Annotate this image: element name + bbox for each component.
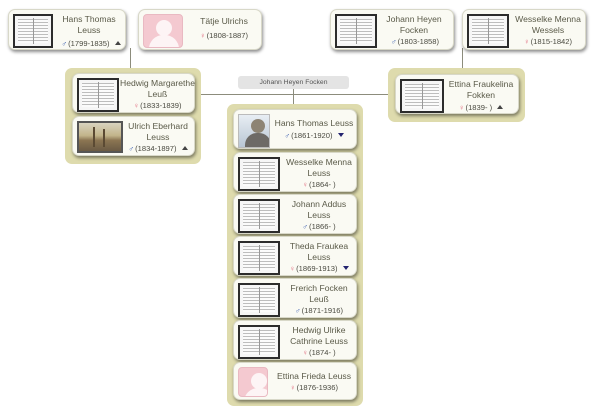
person-photo <box>400 79 444 113</box>
person-name: Ettina Frieda Leuss <box>276 371 352 381</box>
person-photo <box>238 283 280 317</box>
female-icon: ♀ <box>523 37 530 46</box>
person-photo <box>238 157 280 191</box>
person-card-theda-fraukea-leuss[interactable]: Theda Fraukea Leuss ♀(1869-1913) <box>233 236 357 276</box>
person-dates: ♀(1874- ) <box>302 348 336 357</box>
person-name: Ulrich Eberhard Leuss <box>128 121 188 142</box>
person-photo <box>335 14 377 48</box>
person-dates: ♂(1866- ) <box>302 222 336 231</box>
male-icon: ♂ <box>128 144 135 153</box>
person-name: Wesselke Menna Leuss <box>286 157 352 178</box>
female-icon: ♀ <box>302 180 309 189</box>
person-name: Johann Addus Leuss <box>291 199 347 220</box>
person-card-hedwig-ulrike-cathrine-leuss[interactable]: Hedwig Ulrike Cathrine Leuss ♀(1874- ) <box>233 320 357 360</box>
person-dates: ♀(1869-1913) <box>280 264 358 274</box>
person-name: Theda Fraukea Leuss <box>289 241 349 262</box>
person-card-wesselke-menna-leuss[interactable]: Wesselke Menna Leuss ♀(1864- ) <box>233 152 357 192</box>
person-card-tatje-ulrichs[interactable]: Tätje Ulrichs ♀(1808-1887) <box>138 9 262 50</box>
person-dates: ♂(1834-1897) <box>121 144 195 154</box>
person-photo <box>77 121 123 153</box>
expand-parents-icon[interactable] <box>497 105 504 109</box>
person-photo <box>238 241 280 275</box>
female-silhouette-icon <box>143 14 183 48</box>
male-icon: ♂ <box>61 39 68 48</box>
person-photo <box>77 78 119 112</box>
person-card-ettina-frieda-leuss[interactable]: Ettina Frieda Leuss ♀(1876-1936) <box>233 362 357 400</box>
person-card-frerich-focken-leuss[interactable]: Frerich Focken Leuß ♂(1871-1916) <box>233 278 357 318</box>
person-name: Johann Heyen Focken <box>386 14 442 35</box>
person-dates: ♀(1864- ) <box>302 180 336 189</box>
person-card-ettina-fraukelina-fokken[interactable]: Ettina Fraukelina Fokken ♀(1839- ) <box>395 74 519 114</box>
person-dates: ♀(1808-1887) <box>199 31 249 40</box>
person-name: Ettina Fraukelina Fokken <box>448 79 514 100</box>
expand-children-icon[interactable] <box>342 266 349 270</box>
person-name: Hedwig Ulrike Cathrine Leuss <box>290 325 348 346</box>
male-icon: ♂ <box>294 306 301 315</box>
person-name: Tätje Ulrichs <box>200 16 248 26</box>
person-dates: ♂(1799-1835) <box>55 39 127 49</box>
female-icon: ♀ <box>458 103 465 112</box>
expand-parents-icon[interactable] <box>114 41 121 45</box>
male-icon: ♂ <box>284 131 291 140</box>
connector-line <box>293 89 294 105</box>
person-card-ulrich-eberhard-leuss[interactable]: Ulrich Eberhard Leuss ♂(1834-1897) <box>72 116 195 156</box>
person-dates: ♀(1833-1839) <box>133 101 182 110</box>
person-name: Frerich Focken Leuß <box>290 283 348 304</box>
female-icon: ♀ <box>199 31 206 40</box>
person-photo <box>238 114 270 148</box>
person-card-hans-thomas-leuss-1799[interactable]: Hans Thomas Leuss ♂(1799-1835) <box>8 9 126 50</box>
male-icon: ♂ <box>390 37 397 46</box>
person-photo <box>238 199 280 233</box>
person-card-hedwig-margarethe-leuss[interactable]: Hedwig Margarethe Leuß ♀(1833-1839) <box>72 73 195 113</box>
male-icon: ♂ <box>302 222 309 231</box>
person-dates: ♀(1876-1936) <box>289 383 339 392</box>
connector-line <box>462 48 463 71</box>
person-photo <box>238 325 280 359</box>
person-dates: ♂(1871-1916) <box>294 306 344 315</box>
connector-line <box>130 48 131 71</box>
expand-parents-icon[interactable] <box>181 146 188 150</box>
family-label[interactable]: Johann Heyen Focken <box>238 76 349 89</box>
expand-children-icon[interactable] <box>337 133 344 137</box>
person-card-wesselke-menna-wessels[interactable]: Wesselke Menna Wessels ♀(1815-1842) <box>462 9 586 50</box>
person-dates: ♀(1839- ) <box>444 103 518 113</box>
person-name: Hans Thomas Leuss <box>274 118 354 128</box>
person-name: Wesselke Menna Wessels <box>515 14 581 35</box>
person-photo <box>467 14 509 48</box>
person-card-johann-addus-leuss[interactable]: Johann Addus Leuss ♂(1866- ) <box>233 194 357 234</box>
female-icon: ♀ <box>289 383 296 392</box>
female-icon: ♀ <box>289 264 296 273</box>
person-dates: ♂(1803-1858) <box>390 37 440 46</box>
person-name: Hans Thomas Leuss <box>62 14 116 35</box>
female-icon: ♀ <box>133 101 140 110</box>
female-silhouette-icon <box>238 367 268 397</box>
person-name: Hedwig Margarethe Leuß <box>120 78 195 99</box>
person-photo <box>13 14 53 48</box>
person-card-johann-heyen-focken[interactable]: Johann Heyen Focken ♂(1803-1858) <box>330 9 454 50</box>
female-icon: ♀ <box>302 348 309 357</box>
person-dates: ♂(1861-1920) <box>272 131 356 141</box>
person-card-hans-thomas-leuss-1861[interactable]: Hans Thomas Leuss ♂(1861-1920) <box>233 109 357 149</box>
person-dates: ♀(1815-1842) <box>523 37 573 46</box>
